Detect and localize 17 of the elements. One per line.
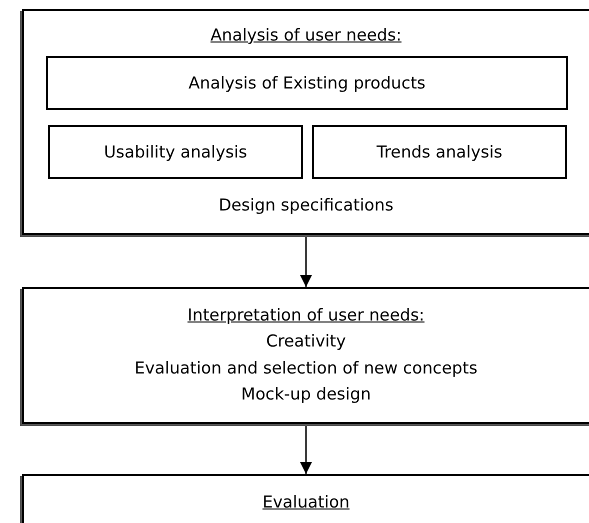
stage-heading: Interpretation of user needs: <box>188 306 424 324</box>
stage-box <box>22 287 589 424</box>
step-text: Design specifications <box>218 196 394 214</box>
task-box <box>46 56 568 110</box>
step-text: Analysis of Existing products <box>188 74 426 92</box>
stage-box <box>22 9 589 235</box>
stage-heading: Analysis of user needs: <box>210 26 402 44</box>
step-text: Creativity <box>266 332 346 350</box>
step-text: Evaluation and selection of new concepts <box>134 358 478 378</box>
stage-heading: Evaluation <box>262 492 350 512</box>
step-text: Mock-up design <box>241 384 371 404</box>
arrow <box>300 424 312 474</box>
step-text: Usability analysis <box>104 142 248 162</box>
task-box <box>48 125 303 179</box>
arrow <box>300 235 312 287</box>
step-text: Trends analysis <box>376 142 502 162</box>
task-box <box>312 125 567 179</box>
